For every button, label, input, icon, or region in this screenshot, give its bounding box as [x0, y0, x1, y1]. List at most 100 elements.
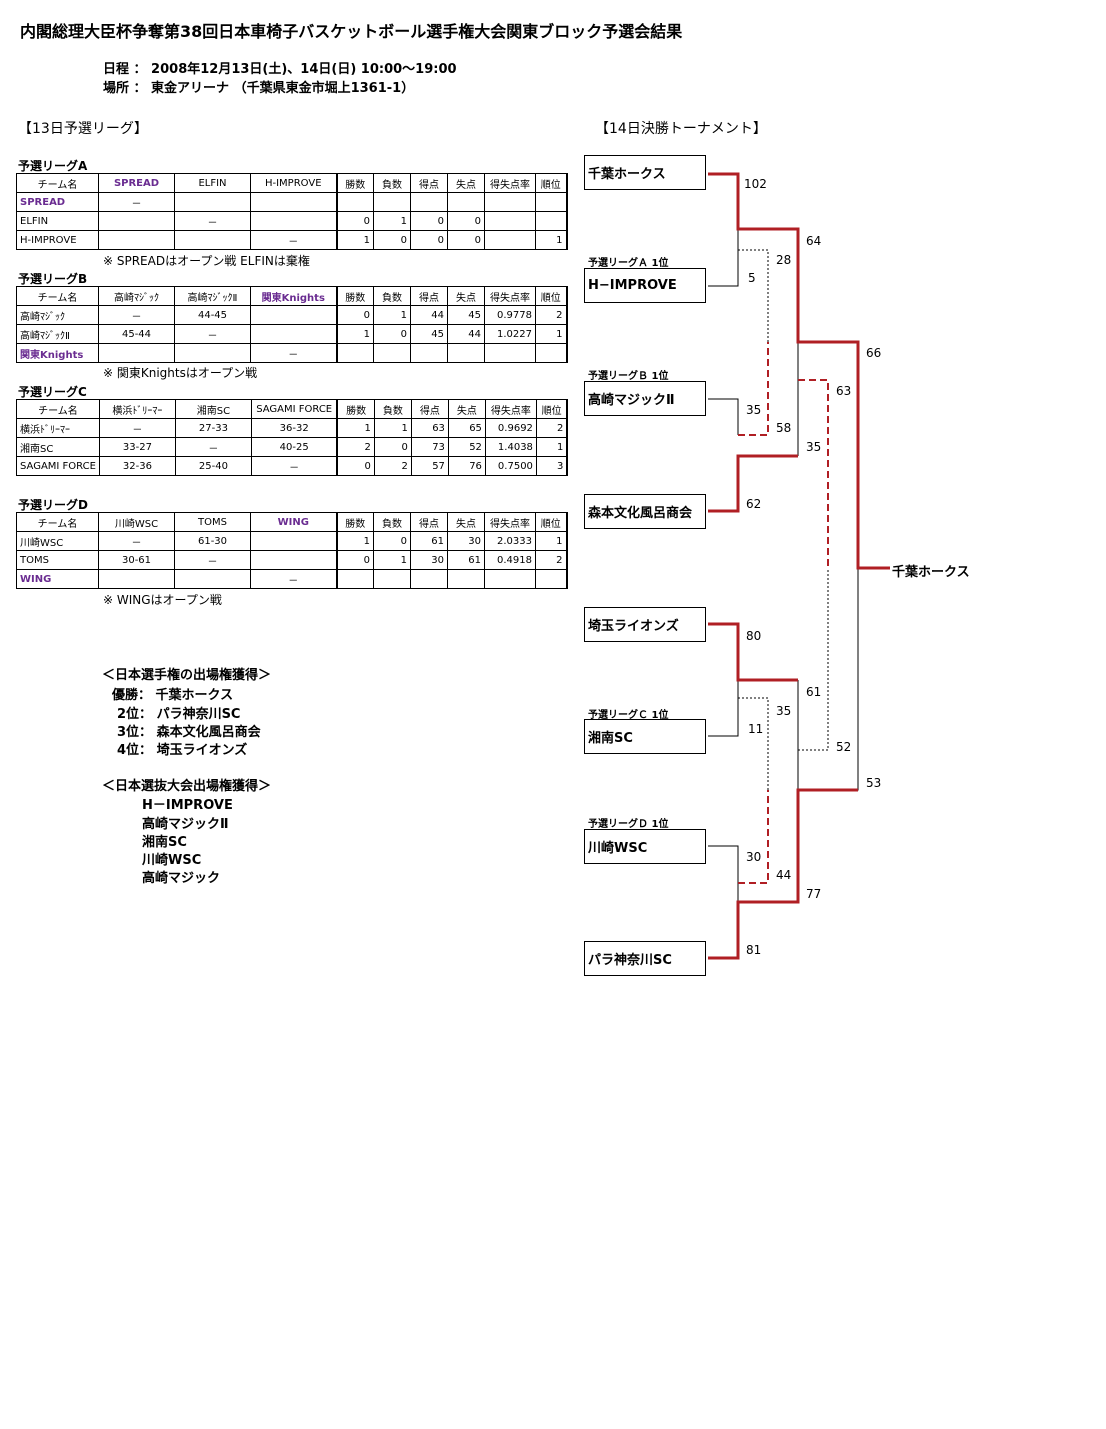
bracket-line: [738, 342, 769, 436]
table-header-row: チーム名 SPREAD ELFIN H-IMPROVE 勝数 負数 得点 失点 …: [16, 173, 568, 193]
qualified-select-line: 川崎WSC: [142, 853, 202, 868]
bracket-line: [738, 790, 769, 884]
table-header-row: チーム名 高崎ﾏｼﾞｯｸ 高崎ﾏｼﾞｯｸⅡ 関東Knights 勝数 負数 得点…: [16, 286, 568, 306]
table-row: 関東Knights －: [16, 343, 568, 363]
stat-cell: 2: [535, 418, 569, 438]
bracket-thin-lines: [708, 229, 859, 959]
score-label: 53: [866, 776, 882, 790]
stat-cell: [535, 343, 568, 363]
bracket-win-line: [708, 788, 858, 960]
score-label: 63: [836, 384, 852, 398]
qualified-select-heading: ＜日本選抜大会出場権獲得＞: [102, 779, 272, 794]
match-cell: 32-36: [98, 456, 176, 476]
table-row: H-IMPROVE － 1 0 0 0 1: [16, 230, 568, 250]
header-stat: 順位: [535, 399, 569, 419]
section-league-title: 【13日予選リーグ】: [18, 121, 148, 137]
team-box: 埼玉ライオンズ: [584, 607, 706, 642]
stat-cell: 3: [535, 456, 569, 476]
qualifier-label: 予選リーグＣ 1位: [588, 710, 669, 721]
bracket-line: [798, 379, 829, 568]
league-b-table: チーム名 高崎ﾏｼﾞｯｸ 高崎ﾏｼﾞｯｸⅡ 関東Knights 勝数 負数 得点…: [16, 286, 568, 363]
score-label: 52: [836, 740, 852, 754]
qualified-select-line: H－IMPROVE: [142, 798, 233, 813]
bracket-win-line: [708, 454, 798, 513]
team-box: H−IMPROVE: [584, 268, 706, 303]
score-label: 62: [746, 497, 762, 511]
score-label: 44: [776, 868, 792, 882]
schedule: 日程 ： 2008年12月13日(土)、14日(日) 10:00～19:00: [103, 62, 457, 77]
team-box: 川崎WSC: [584, 829, 706, 864]
table-row: 高崎ﾏｼﾞｯｸⅡ 45-44 － 1 0 45 44 1.0227 1: [16, 324, 568, 344]
team-box: 千葉ホークス: [584, 155, 706, 190]
qualified-select-line: 湘南SC: [142, 835, 187, 850]
table-row: SPREAD －: [16, 192, 568, 212]
qualified-select-line: 高崎マジックⅡ: [142, 817, 229, 832]
section-tournament-title: 【14日決勝トーナメント】: [595, 121, 767, 137]
bracket-line: [708, 845, 739, 902]
table-row: WING －: [16, 569, 568, 589]
row-team: SAGAMI FORCE: [16, 456, 100, 476]
league-b-note: ※ 関東Knightsはオープン戦: [103, 366, 258, 380]
league-d-table: チーム名 川崎WSC TOMS WING 勝数 負数 得点 失点 得失点率 順位…: [16, 512, 568, 589]
league-c-title: 予選リーグC: [18, 385, 87, 399]
league-b-title: 予選リーグB: [18, 272, 88, 286]
venue: 場所 ： 東金アリーナ （千葉県東金市堀上1361-1）: [103, 81, 415, 96]
league-d-note: ※ WINGはオープン戦: [103, 593, 222, 607]
league-a-table: チーム名 SPREAD ELFIN H-IMPROVE 勝数 負数 得点 失点 …: [16, 173, 568, 250]
qualifier-label: 予選リーグＤ 1位: [588, 819, 669, 830]
bracket-win-line: [708, 622, 798, 682]
score-label: 58: [776, 421, 792, 435]
score-label: 66: [866, 346, 882, 360]
score-label: 35: [746, 403, 762, 417]
qualified-national-heading: ＜日本選手権の出場権獲得＞: [102, 668, 272, 683]
league-c-table: チーム名 横浜ﾄﾞﾘｰﾏｰ 湘南SC SAGAMI FORCE 勝数 負数 得点…: [16, 399, 569, 476]
bracket-line: [738, 697, 769, 790]
bracket-line: [708, 229, 739, 287]
score-label: 80: [746, 629, 762, 643]
stat-cell: 0: [336, 456, 375, 476]
qualifier-label: 予選リーグＡ 1位: [588, 258, 669, 269]
stat-cell: 2: [373, 456, 412, 476]
qualified-national-line: 2位： パラ神奈川SC: [117, 707, 241, 722]
table-row: ELFIN － 0 1 0 0: [16, 211, 568, 231]
league-a-title: 予選リーグA: [18, 159, 88, 173]
bracket-win-lines: [708, 172, 890, 960]
score-label: 35: [776, 704, 792, 718]
score-label: 77: [806, 887, 822, 901]
score-label: 61: [806, 685, 822, 699]
score-label: 35: [806, 440, 822, 454]
bracket-dotted-lines: [738, 249, 829, 790]
bracket-line: [798, 568, 829, 751]
bracket-line: [738, 249, 769, 342]
table-row: 高崎ﾏｼﾞｯｸ － 44-45 0 1 44 45 0.9778 2: [16, 305, 568, 325]
score-label: 30: [746, 850, 762, 864]
score-label: 64: [806, 234, 822, 248]
page-title: 内閣総理大臣杯争奪第38回日本車椅子バスケットボール選手権大会関東ブロック予選会…: [20, 22, 683, 41]
qualifier-label: 予選リーグＢ 1位: [588, 371, 669, 382]
score-label: 11: [748, 722, 764, 736]
match-cell: －: [250, 569, 337, 589]
stat-cell: 0.7500: [484, 456, 537, 476]
table-row: 横浜ﾄﾞﾘｰﾏｰ － 27-33 36-32 1 1 63 65 0.9692 …: [16, 418, 569, 438]
stat-cell: [535, 569, 568, 589]
bracket-win-line: [708, 172, 890, 570]
score-label: 28: [776, 253, 792, 267]
champion-label: 千葉ホークス: [892, 565, 970, 580]
league-d-title: 予選リーグD: [18, 498, 88, 512]
table-header-row: チーム名 横浜ﾄﾞﾘｰﾏｰ 湘南SC SAGAMI FORCE 勝数 負数 得点…: [16, 399, 569, 419]
qualified-select-line: 高崎マジック: [142, 871, 221, 886]
bracket-line: [708, 623, 739, 680]
score-label: 81: [746, 943, 762, 957]
table-row: SAGAMI FORCE 32-36 25-40 － 0 2 57 76 0.7…: [16, 456, 569, 476]
qualified-national-line: 優勝： 千葉ホークス: [112, 688, 234, 703]
bracket-dashed-win-lines: [738, 342, 829, 884]
team-box: 高崎マジックⅡ: [584, 381, 706, 416]
score-label: 5: [748, 271, 756, 285]
team-box: パラ神奈川SC: [584, 941, 706, 976]
stat-cell: 1: [535, 230, 568, 250]
bracket-line: [708, 398, 739, 435]
score-label: 102: [744, 177, 767, 191]
qualified-national-line: 4位： 埼玉ライオンズ: [117, 743, 248, 758]
team-box: 湘南SC: [584, 719, 706, 754]
